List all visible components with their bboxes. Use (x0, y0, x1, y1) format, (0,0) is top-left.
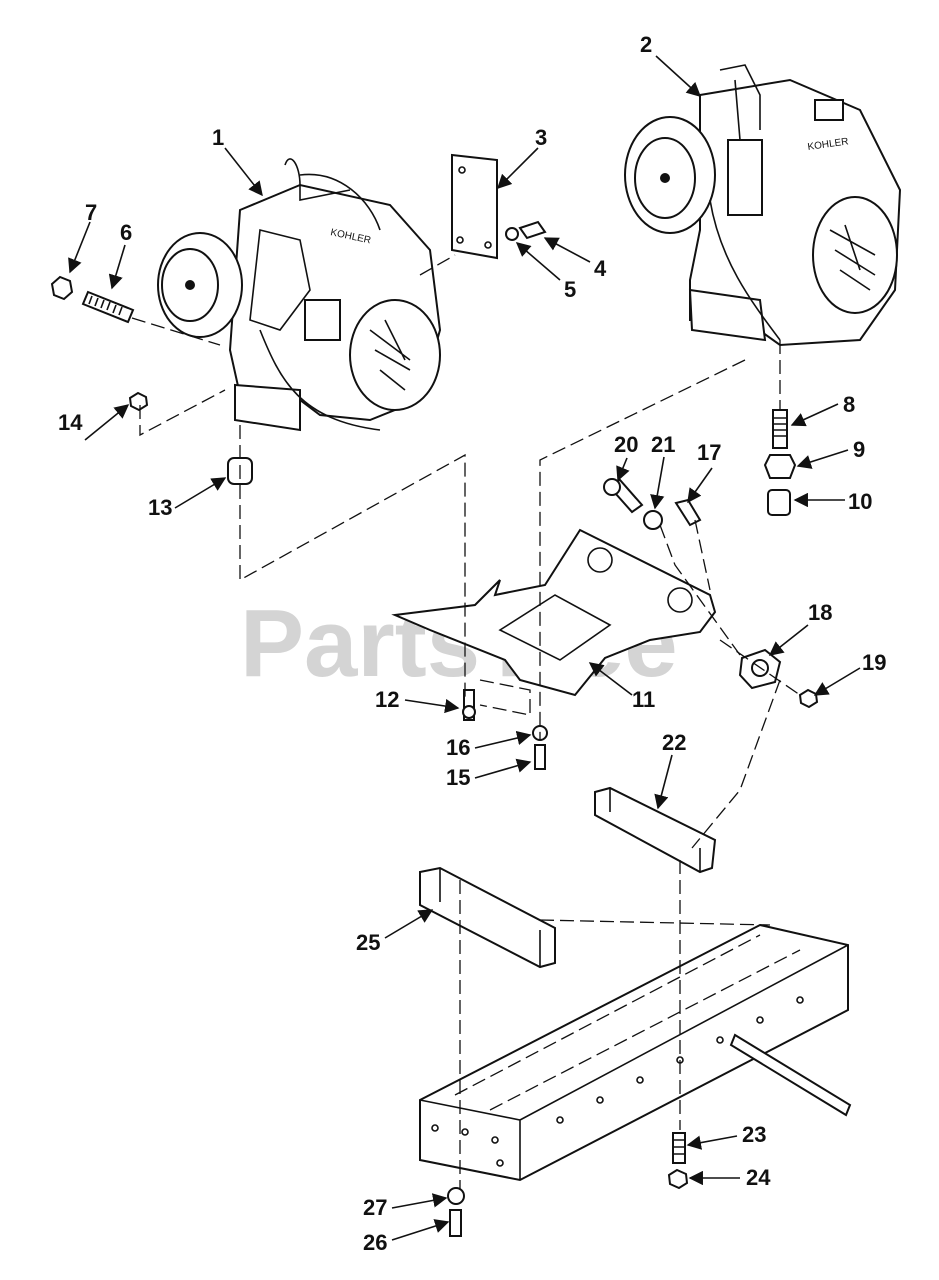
part-11-mounting-plate (391, 528, 717, 697)
part-4-screw (518, 220, 547, 240)
callout-10: 10 (848, 489, 872, 514)
part-8-stud (772, 409, 788, 449)
callout-24: 24 (746, 1165, 771, 1190)
callout-14: 14 (58, 410, 83, 435)
part-26-bolt (449, 1209, 462, 1237)
part-23-stud (672, 1132, 686, 1164)
callout-25: 25 (356, 930, 380, 955)
callout-7: 7 (85, 200, 97, 225)
part-5-washer (505, 227, 519, 241)
callout-1: 1 (212, 125, 224, 150)
callout-4: 4 (594, 256, 607, 281)
part-3-plate (451, 153, 498, 260)
callout-18: 18 (808, 600, 832, 625)
callout-13: 13 (148, 495, 172, 520)
callout-16: 16 (446, 735, 470, 760)
part-10-spacer (767, 489, 791, 516)
callout-9: 9 (853, 437, 865, 462)
callout-11: 11 (632, 687, 655, 712)
callout-8: 8 (843, 392, 855, 417)
frame-rails (419, 919, 852, 1182)
part-15-bolt (534, 744, 546, 770)
part-14-nut (128, 391, 149, 412)
part-17-screw (674, 498, 702, 527)
callout-6: 6 (120, 220, 132, 245)
assembly-lines (131, 254, 801, 1190)
part-7-nut (50, 275, 74, 301)
callout-3: 3 (535, 125, 547, 150)
callout-5: 5 (564, 277, 576, 302)
part-9-coupling-nut (763, 454, 797, 479)
part-24-nut (667, 1168, 689, 1190)
callout-15: 15 (446, 765, 470, 790)
callouts: 1 2 3 4 5 6 7 8 9 10 11 12 13 14 15 16 1 (58, 32, 886, 1255)
part-19-nut (798, 688, 819, 709)
callout-2: 2 (640, 32, 652, 57)
engine-left: KOHLER (157, 158, 442, 432)
callout-20: 20 (614, 432, 638, 457)
callout-22: 22 (662, 730, 686, 755)
engine-right: KOHLER (624, 64, 902, 347)
callout-17: 17 (697, 440, 721, 465)
callout-23: 23 (742, 1122, 766, 1147)
callout-12: 12 (375, 687, 399, 712)
callout-21: 21 (651, 432, 675, 457)
callout-26: 26 (363, 1230, 387, 1255)
part-21-washer (643, 510, 663, 530)
callout-27: 27 (363, 1195, 387, 1220)
part-27-washer (447, 1187, 465, 1205)
part-22-block (594, 786, 717, 874)
callout-19: 19 (862, 650, 886, 675)
